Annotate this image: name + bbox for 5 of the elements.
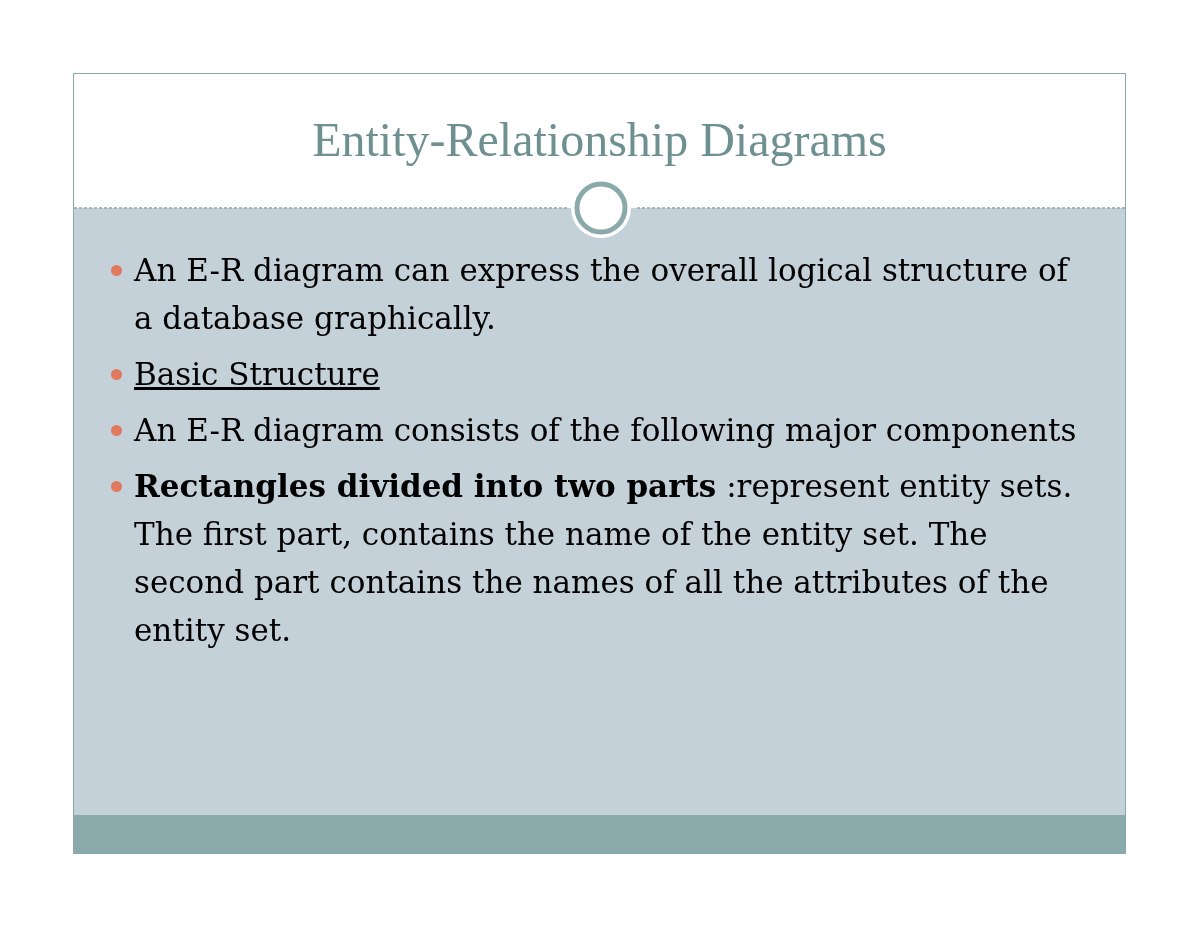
slide-title: Entity-Relationship Diagrams [311, 112, 888, 167]
bullet-text: Rectangles divided into two parts :represent entity sets. The first part, contains the name of the entity set. The second part contains the names of all the attributes of the entity set. [134, 468, 1073, 648]
bullet-text: An E-R diagram can express the overall logical structure of a database graphically. [134, 252, 1069, 336]
bullet-text: Basic Structure [134, 356, 380, 392]
bullet-text: An E-R diagram consists of the following major components [134, 412, 1077, 448]
